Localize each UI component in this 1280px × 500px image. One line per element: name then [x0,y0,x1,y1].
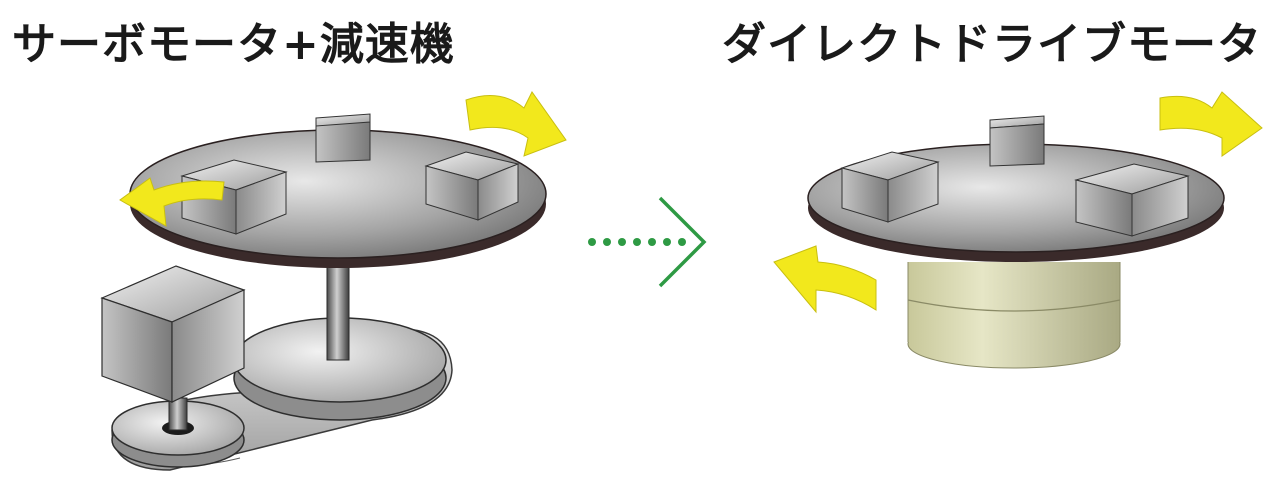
rotation-arrow [119,177,225,227]
servo-motor-unit [100,265,246,403]
rotation-arrow [1159,91,1263,157]
rotation-arrow [773,245,877,314]
workpiece-box [315,113,371,163]
workpiece-box [424,151,520,221]
workpiece-box [989,115,1045,167]
workpiece-box [1074,163,1190,237]
table-shaft [326,251,350,361]
transition-arrow [588,196,707,288]
workpiece-box [840,151,940,223]
direct-drive-motor [907,262,1121,369]
direct-drive-title: ダイレクトドライブモータ [722,19,1262,70]
servo-gear-title: サーボモータ+減速機 [12,19,455,70]
rotation-arrow [465,91,567,157]
